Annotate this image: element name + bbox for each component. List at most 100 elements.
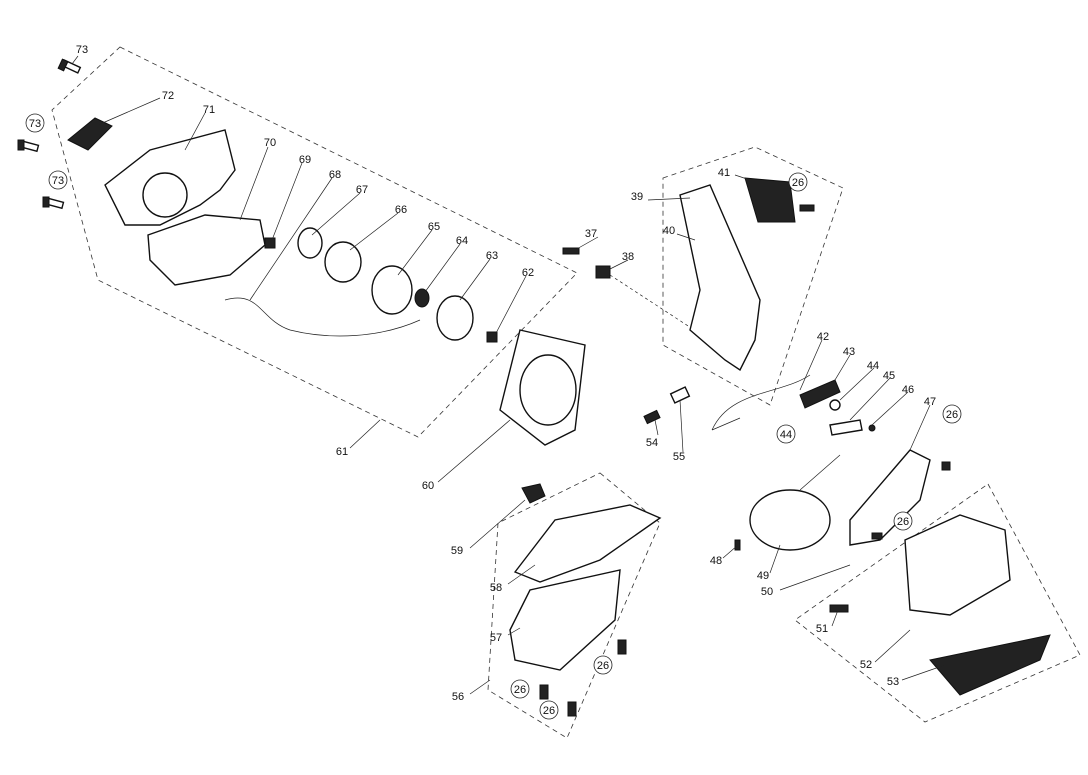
brake-band-arm xyxy=(799,454,841,491)
handle-housing-57 xyxy=(509,569,621,671)
flywheel-cover-ring xyxy=(519,354,577,426)
spring-42 xyxy=(711,374,811,431)
label-circle xyxy=(788,172,808,192)
screw-73-low xyxy=(42,196,65,210)
guard-plate-41 xyxy=(744,177,796,223)
link-45 xyxy=(829,419,863,436)
group-outline-sprocket-cover xyxy=(794,483,1081,723)
screw-51 xyxy=(829,604,849,613)
part-label: 73 xyxy=(29,118,41,130)
screw-37 xyxy=(562,247,580,255)
screw-26-h2 xyxy=(539,684,549,700)
group-outline-chain-brake xyxy=(662,146,844,406)
group-outline-starter xyxy=(51,46,578,438)
pin-46 xyxy=(868,424,876,432)
part-label: 45 xyxy=(883,370,895,382)
brake-cover-47 xyxy=(849,449,931,546)
part-label: 53 xyxy=(887,676,899,688)
part-label: 61 xyxy=(336,446,348,458)
screw-26-h1 xyxy=(617,639,627,655)
washer-44 xyxy=(829,399,841,411)
sleeve-55 xyxy=(669,386,691,404)
label-circle xyxy=(593,655,613,675)
part-label: 26 xyxy=(543,705,555,717)
screw-26-brake xyxy=(941,461,951,471)
part-label: 58 xyxy=(490,582,502,594)
part-label: 41 xyxy=(718,167,730,179)
part-label: 72 xyxy=(162,90,174,102)
screw-62 xyxy=(486,331,498,343)
hand-guard-40 xyxy=(679,184,761,372)
label-circle xyxy=(539,700,559,720)
starter-rope-68 xyxy=(224,297,421,337)
pawl-carrier-63 xyxy=(436,295,474,341)
part-label: 73 xyxy=(76,44,88,56)
fan-housing-hub xyxy=(142,172,188,218)
part-label: 60 xyxy=(422,480,434,492)
part-label: 54 xyxy=(646,437,658,449)
part-label: 56 xyxy=(452,691,464,703)
sprocket-cover-52 xyxy=(904,514,1011,616)
bar-cover-53 xyxy=(929,634,1051,696)
screw-26-cover xyxy=(871,532,883,540)
spring-case-67 xyxy=(297,227,323,259)
cap-59 xyxy=(521,483,546,504)
part-label: 26 xyxy=(946,409,958,421)
part-label: 38 xyxy=(622,251,634,263)
part-label: 68 xyxy=(329,169,341,181)
part-label: 26 xyxy=(792,177,804,189)
part-label: 71 xyxy=(203,104,215,116)
label-circle xyxy=(893,511,913,531)
label-circle xyxy=(942,404,962,424)
part-label: 26 xyxy=(897,516,909,528)
part-label: 67 xyxy=(356,184,368,196)
plate-66 xyxy=(324,241,362,283)
leader-lines xyxy=(71,55,946,695)
label-circle xyxy=(48,170,68,190)
part-label: 26 xyxy=(597,660,609,672)
part-label: 63 xyxy=(486,250,498,262)
screw-26-guard xyxy=(799,204,815,212)
part-label: 70 xyxy=(264,137,276,149)
screw-73-mid xyxy=(17,139,40,153)
bolt-69 xyxy=(264,237,276,249)
lever-43 xyxy=(799,379,841,409)
part-label: 64 xyxy=(456,235,468,247)
part-label: 43 xyxy=(843,346,855,358)
spring-54 xyxy=(643,409,661,425)
label-circle xyxy=(510,679,530,699)
part-label: 52 xyxy=(860,659,872,671)
screw-26-h3 xyxy=(567,701,577,717)
handle-cover-58 xyxy=(513,504,662,583)
pulley-65 xyxy=(371,265,413,315)
part-label: 73 xyxy=(52,175,64,187)
part-label: 48 xyxy=(710,555,722,567)
part-label: 69 xyxy=(299,154,311,166)
air-guide-70 xyxy=(147,214,266,286)
part-label: 47 xyxy=(924,396,936,408)
bushing-38 xyxy=(595,265,611,279)
part-label: 50 xyxy=(761,586,773,598)
label-circle xyxy=(776,424,796,444)
part-label: 46 xyxy=(902,384,914,396)
part-label: 39 xyxy=(631,191,643,203)
brake-band-49 xyxy=(749,489,831,551)
part-label: 55 xyxy=(673,451,685,463)
part-label: 51 xyxy=(816,623,828,635)
part-label: 65 xyxy=(428,221,440,233)
part-label: 37 xyxy=(585,228,597,240)
part-label: 42 xyxy=(817,331,829,343)
part-label: 59 xyxy=(451,545,463,557)
screw-73-top xyxy=(57,58,82,74)
label-circle xyxy=(25,113,45,133)
part-label: 40 xyxy=(663,225,675,237)
part-label: 44 xyxy=(780,429,792,441)
part-label: 26 xyxy=(514,684,526,696)
part-label: 62 xyxy=(522,267,534,279)
part-label: 66 xyxy=(395,204,407,216)
part-label: 49 xyxy=(757,570,769,582)
starter-handle-72 xyxy=(67,117,113,151)
part-label: 57 xyxy=(490,632,502,644)
spring-64 xyxy=(414,288,430,308)
